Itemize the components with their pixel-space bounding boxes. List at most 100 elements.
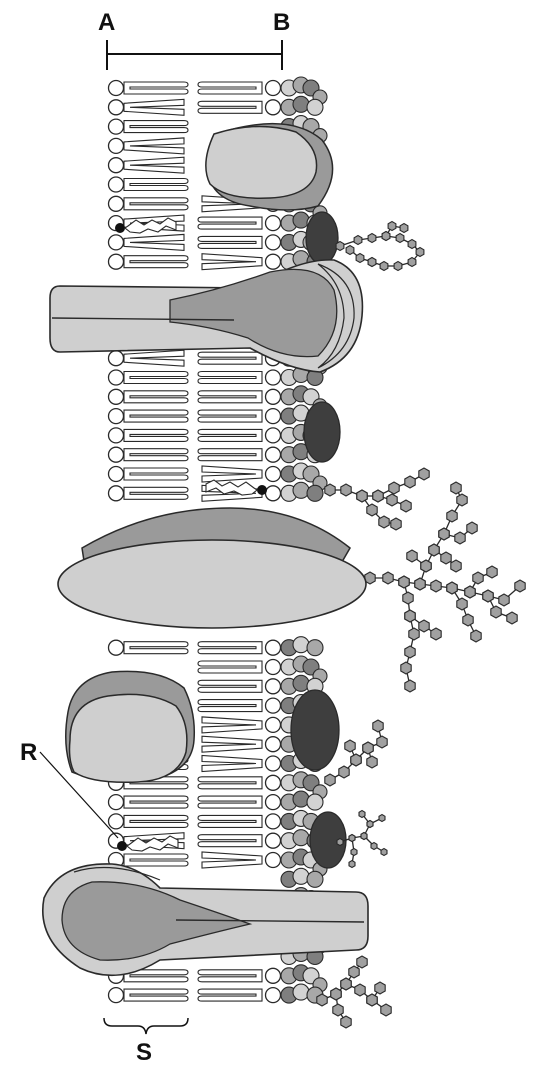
phospholipid-head-inner bbox=[266, 737, 281, 752]
lipid-tails-inner bbox=[198, 970, 262, 982]
sugar-unit bbox=[451, 482, 461, 494]
phospholipid-head-inner bbox=[266, 100, 281, 115]
sugar-unit bbox=[483, 590, 493, 602]
label-b: B bbox=[273, 9, 290, 36]
sugar-unit bbox=[431, 628, 441, 640]
phospholipid-head-inner bbox=[266, 235, 281, 250]
phospholipid-head-outer bbox=[109, 988, 124, 1003]
lipid-tails-outer bbox=[124, 410, 188, 422]
sugar-unit bbox=[403, 592, 413, 604]
label-r: R bbox=[20, 739, 37, 766]
lipid-tails-inner bbox=[198, 391, 262, 403]
sugar-unit bbox=[325, 484, 335, 496]
lipid-tails-outer bbox=[124, 198, 188, 210]
sugar-unit bbox=[377, 736, 387, 748]
phospholipid-head-outer bbox=[109, 409, 124, 424]
sugar-unit bbox=[401, 500, 411, 512]
lipid-tails-inner bbox=[202, 466, 262, 482]
lipid-tails-outer bbox=[124, 82, 188, 94]
lipid-tails-outer bbox=[124, 350, 184, 366]
phospholipid-head-inner bbox=[266, 853, 281, 868]
sugar-unit bbox=[405, 646, 415, 658]
sugar-unit bbox=[351, 849, 357, 856]
lipid-tails-inner bbox=[198, 372, 262, 384]
lipid-tails-inner bbox=[202, 717, 262, 733]
sugar-unit bbox=[400, 224, 408, 233]
sugar-unit bbox=[381, 1004, 391, 1016]
phospholipid-head-inner bbox=[266, 409, 281, 424]
lipid-tails-outer bbox=[124, 121, 188, 133]
sugar-unit bbox=[399, 576, 409, 588]
phospholipid-head-inner bbox=[266, 370, 281, 385]
sugar-unit bbox=[405, 476, 415, 488]
phospholipid-head-inner bbox=[266, 216, 281, 231]
glycocalyx-bead bbox=[307, 99, 323, 115]
sugar-unit bbox=[429, 544, 439, 556]
lipid-tails-outer bbox=[124, 99, 184, 115]
sugar-unit bbox=[419, 620, 429, 632]
cholesterol-head bbox=[257, 485, 267, 495]
sugar-unit bbox=[473, 572, 483, 584]
sugar-unit bbox=[367, 756, 377, 768]
sugar-unit bbox=[391, 518, 401, 530]
lipid-tails-inner bbox=[198, 661, 262, 673]
phospholipid-head-outer bbox=[109, 254, 124, 269]
sugar-unit bbox=[396, 234, 404, 243]
sugar-unit bbox=[359, 811, 365, 818]
sugar-unit bbox=[507, 612, 517, 624]
lipid-tails-outer bbox=[124, 138, 184, 154]
sugar-unit bbox=[416, 248, 424, 257]
phospholipid-head-outer bbox=[109, 370, 124, 385]
phospholipid-head-outer bbox=[109, 640, 124, 655]
sugar-unit bbox=[336, 242, 344, 251]
sugar-unit bbox=[389, 482, 399, 494]
phospholipid-head-inner bbox=[266, 775, 281, 790]
lipid-tails-outer bbox=[124, 642, 188, 654]
lipid-tails-inner bbox=[198, 410, 262, 422]
label-s: S bbox=[136, 1039, 152, 1064]
glycocalyx-bead bbox=[307, 794, 323, 810]
sugar-unit bbox=[357, 956, 367, 968]
glycoprotein-blob bbox=[304, 402, 340, 462]
lipid-tails-outer bbox=[124, 429, 188, 441]
lipid-tails-inner bbox=[202, 254, 262, 270]
sugar-unit bbox=[341, 978, 351, 990]
sugar-unit bbox=[405, 610, 415, 622]
phospholipid-head-outer bbox=[109, 100, 124, 115]
lipid-tails-inner bbox=[198, 642, 262, 654]
glycocalyx-bead bbox=[293, 830, 309, 846]
glycocalyx-bead bbox=[307, 640, 323, 656]
phospholipid-head-outer bbox=[109, 235, 124, 250]
glycocalyx-bead bbox=[293, 791, 309, 807]
lipid-tails-inner bbox=[198, 680, 262, 692]
sugar-unit bbox=[465, 586, 475, 598]
phospholipid-head-inner bbox=[266, 81, 281, 96]
lipid-tails-outer bbox=[124, 234, 184, 250]
lipid-tails-inner bbox=[198, 700, 262, 712]
cholesterol-head bbox=[115, 223, 125, 233]
phospholipid-head-inner bbox=[266, 988, 281, 1003]
sugar-unit bbox=[441, 552, 451, 564]
sugar-unit bbox=[415, 578, 425, 590]
phospholipid-head-outer bbox=[109, 119, 124, 134]
phospholipid-head-inner bbox=[266, 467, 281, 482]
lipid-tails-outer bbox=[124, 256, 188, 268]
sugar-unit bbox=[409, 628, 419, 640]
phospholipid-head-inner bbox=[266, 717, 281, 732]
sugar-unit bbox=[375, 982, 385, 994]
phospholipid-head-outer bbox=[109, 138, 124, 153]
phospholipid-head-outer bbox=[109, 467, 124, 482]
peripheral-protein-top-front bbox=[206, 126, 317, 198]
sugar-unit bbox=[401, 662, 411, 674]
phospholipid-head-outer bbox=[109, 389, 124, 404]
sugar-unit bbox=[379, 516, 389, 528]
lipid-tails-inner bbox=[198, 449, 262, 461]
phospholipid-head-inner bbox=[266, 968, 281, 983]
phospholipid-head-inner bbox=[266, 447, 281, 462]
glycocalyx-bead bbox=[293, 212, 309, 228]
lipid-tails-inner bbox=[198, 989, 262, 1001]
sugar-unit bbox=[431, 580, 441, 592]
sugar-unit bbox=[373, 720, 383, 732]
phospholipid-head-inner bbox=[266, 486, 281, 501]
